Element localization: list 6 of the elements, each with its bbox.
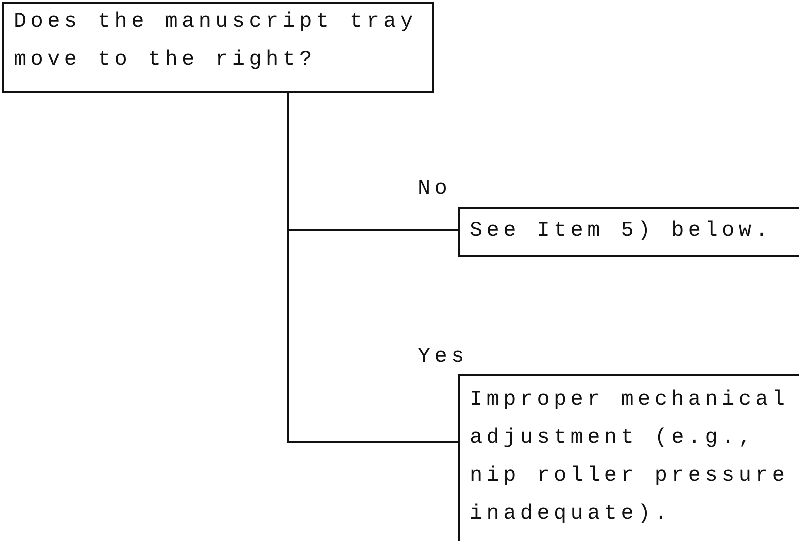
process-box	[458, 207, 799, 257]
process-box	[2, 2, 434, 93]
process-box	[458, 374, 799, 541]
box-text: Does the manuscript tray move to the right?	[14, 10, 418, 74]
box-text: Improper mechanical adjustment (e.g., nip roller pressure inadequate).	[470, 388, 790, 528]
box-text: See Item 5) below.	[470, 219, 774, 245]
